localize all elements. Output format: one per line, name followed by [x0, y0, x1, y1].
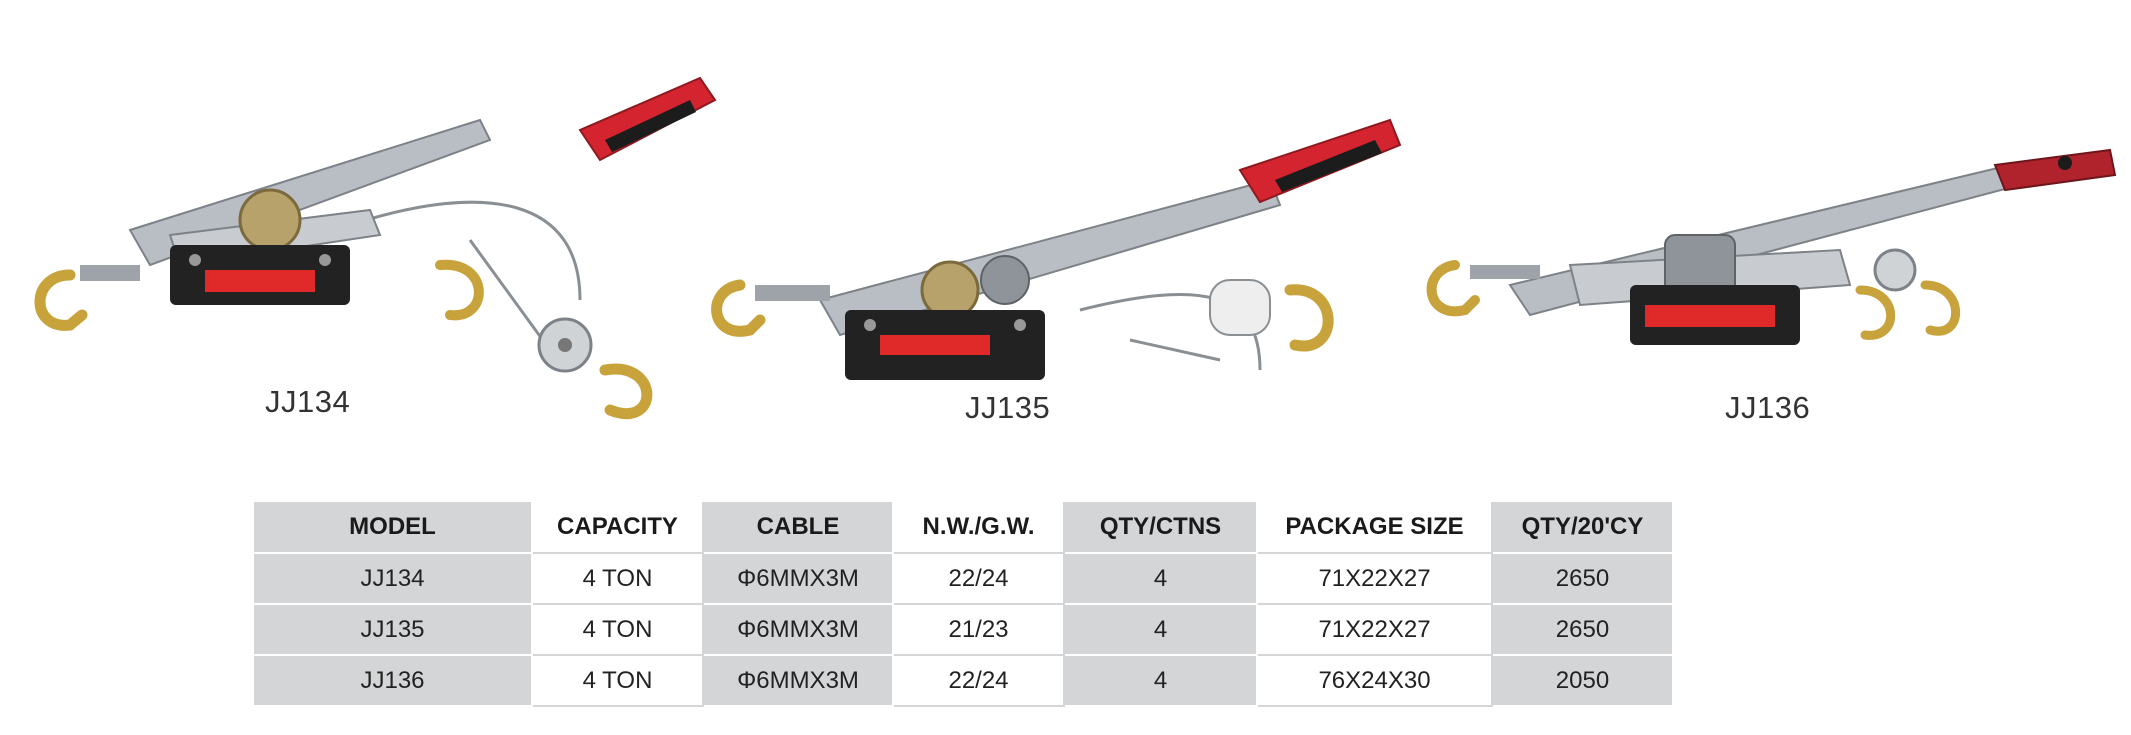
header-capacity: CAPACITY: [532, 502, 704, 554]
cell-package-size: 71X22X27: [1257, 604, 1493, 656]
header-package-size: PACKAGE SIZE: [1257, 502, 1493, 554]
spec-table: MODEL CAPACITY CABLE N.W./G.W. QTY/CTNS …: [254, 502, 1674, 707]
table-row: JJ134 4 TON Φ6MMX3M 22/24 4 71X22X27 265…: [254, 553, 1674, 605]
cell-package-size: 71X22X27: [1257, 553, 1493, 605]
cell-model: JJ134: [254, 553, 533, 605]
cell-weight: 22/24: [893, 655, 1065, 707]
header-qty-20cy: QTY/20'CY: [1492, 502, 1674, 554]
header-model: MODEL: [254, 502, 533, 554]
product-jj135: JJ135: [700, 118, 1402, 425]
spec-table-header-row: MODEL CAPACITY CABLE N.W./G.W. QTY/CTNS …: [254, 502, 1674, 554]
come-along-puller-jj134-image: [34, 76, 717, 420]
cell-qty-ctns: 4: [1064, 553, 1258, 605]
cell-cable: Φ6MMX3M: [703, 553, 894, 605]
cell-qty-ctns: 4: [1064, 655, 1258, 707]
cell-capacity: 4 TON: [532, 655, 704, 707]
cell-capacity: 4 TON: [532, 553, 704, 605]
cell-qty-20cy: 2650: [1492, 604, 1674, 656]
table-row: JJ135 4 TON Φ6MMX3M 21/23 4 71X22X27 265…: [254, 604, 1674, 656]
cell-qty-ctns: 4: [1064, 604, 1258, 656]
cell-weight: 22/24: [893, 553, 1065, 605]
product-label-jj134: JJ134: [265, 384, 351, 419]
cell-capacity: 4 TON: [532, 604, 704, 656]
header-weight: N.W./G.W.: [893, 502, 1065, 554]
come-along-puller-jj136-image: [1426, 148, 2117, 345]
cell-cable: Φ6MMX3M: [703, 604, 894, 656]
cell-package-size: 76X24X30: [1257, 655, 1493, 707]
cell-model: JJ135: [254, 604, 533, 656]
product-jj134: JJ134: [20, 60, 720, 420]
table-row: JJ136 4 TON Φ6MMX3M 22/24 4 76X24X30 205…: [254, 655, 1674, 707]
product-jj136: JJ136: [1420, 145, 2120, 425]
cell-model: JJ136: [254, 655, 533, 707]
cell-weight: 21/23: [893, 604, 1065, 656]
cell-qty-20cy: 2050: [1492, 655, 1674, 707]
product-label-jj136: JJ136: [1725, 390, 1811, 425]
come-along-puller-jj135-image: [711, 118, 1402, 380]
product-label-jj135: JJ135: [965, 390, 1051, 425]
header-cable: CABLE: [703, 502, 894, 554]
cell-cable: Φ6MMX3M: [703, 655, 894, 707]
cell-qty-20cy: 2650: [1492, 553, 1674, 605]
header-qty-ctns: QTY/CTNS: [1064, 502, 1258, 554]
